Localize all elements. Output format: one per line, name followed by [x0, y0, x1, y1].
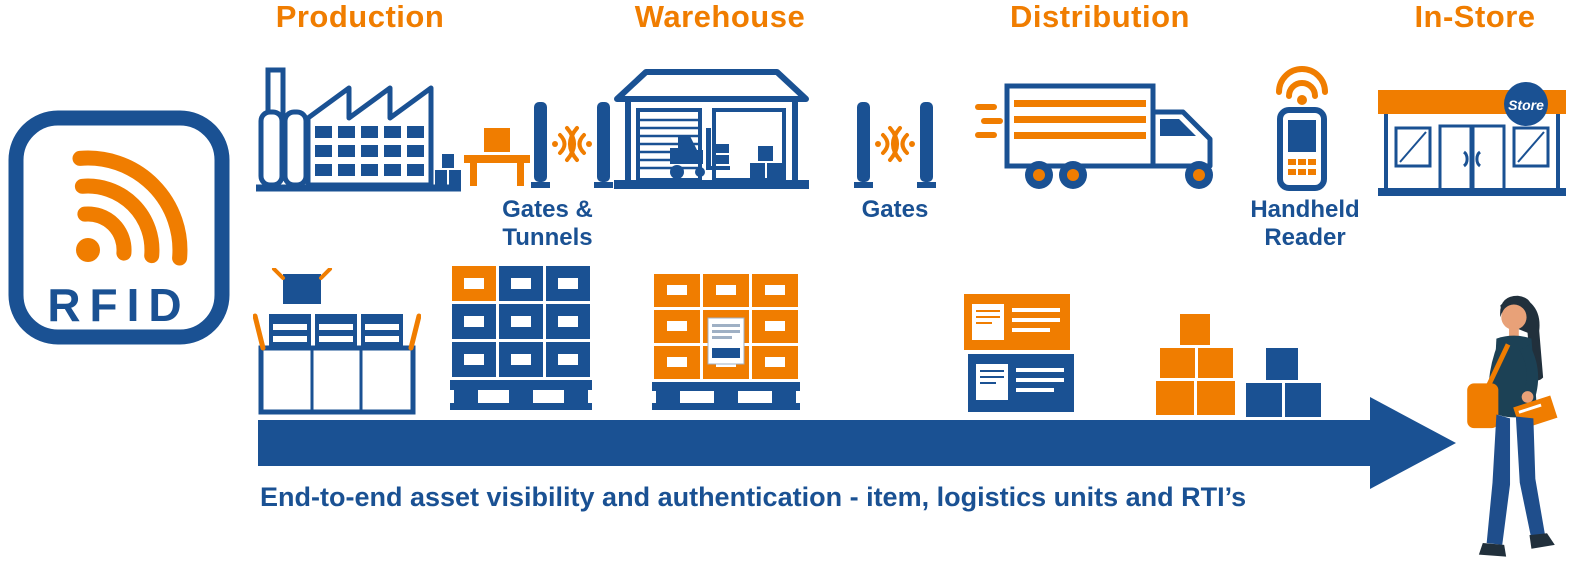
- stage-title-distribution: Distribution: [1010, 0, 1190, 34]
- store-sign-text: Store: [1508, 97, 1544, 113]
- stage-title-warehouse: Warehouse: [634, 0, 806, 34]
- shipping-label: [707, 317, 745, 365]
- truck-wheels: [1025, 161, 1213, 189]
- gates-tunnels-label: Gates & Tunnels: [465, 196, 630, 252]
- shopper-icon: [1452, 288, 1570, 577]
- rf-waves: [875, 126, 915, 162]
- stage-title-production: Production: [275, 0, 445, 34]
- reader-screen: [1288, 120, 1316, 152]
- trailer-stripes: [1014, 100, 1146, 139]
- shopper-bag: [1467, 383, 1499, 429]
- rfid-logo-graphic: [8, 110, 230, 345]
- orange-box-stack-icon: [1156, 314, 1238, 421]
- case-labels: [464, 278, 578, 365]
- rf-waves: [552, 126, 592, 162]
- warehouse-roof: [614, 69, 809, 102]
- rfid-logo: RFID: [8, 110, 230, 345]
- bottom-carton: [968, 354, 1074, 412]
- pallet-blue-boxes-icon: [450, 264, 592, 421]
- pallet-orange-boxes-icon: [652, 272, 800, 420]
- handheld-reader-label-line2: Reader: [1264, 224, 1346, 251]
- rfid-frame: [8, 110, 230, 345]
- blue-box-stack-icon: [1246, 348, 1322, 423]
- shopper-leg-left: [1486, 414, 1511, 545]
- truck-icon: [975, 78, 1235, 201]
- reader-keypad: [1288, 159, 1316, 175]
- stage-title-in-store: In-Store: [1414, 0, 1536, 34]
- cases: [452, 266, 590, 377]
- small-carton: [272, 267, 332, 304]
- pallet-base: [652, 382, 800, 410]
- arrow-caption: End-to-end asset visibility and authenti…: [260, 482, 1247, 512]
- gates-label: Gates: [861, 196, 929, 223]
- rf-signal-waves: [1276, 66, 1328, 105]
- gates-tunnels-label-line1: Gates &: [502, 196, 593, 223]
- gate-tunnel-icon: [531, 100, 613, 193]
- gates-tunnels-label-line2: Tunnels: [502, 224, 593, 251]
- gate-icon: [854, 100, 936, 193]
- factory-windows: [315, 126, 424, 176]
- rfid-logo-text: RFID: [47, 279, 191, 331]
- motion-lines: [975, 104, 1003, 138]
- carton-front: [258, 345, 416, 415]
- handheld-reader-icon: [1263, 60, 1341, 197]
- store-icon: Store: [1378, 82, 1566, 201]
- flow-arrow-head: [1370, 397, 1456, 489]
- open-carton-icon: [252, 267, 422, 425]
- carton-flap-right: [408, 313, 422, 351]
- stacked-cartons-icon: [962, 292, 1078, 421]
- forklift-icon: [670, 128, 730, 179]
- rfid-wave-icon: [72, 150, 188, 266]
- warehouse-icon: [614, 66, 809, 198]
- warehouse-stored-boxes: [750, 146, 782, 178]
- shopper-head: [1501, 304, 1527, 330]
- store-sign-badge: [1504, 82, 1548, 126]
- flow-arrow: [258, 420, 1370, 466]
- cab-window: [1160, 119, 1196, 136]
- truck-trailer: [1004, 83, 1156, 169]
- handheld-reader-label: Handheld Reader: [1225, 196, 1385, 252]
- carton-flap-left: [252, 313, 266, 351]
- factory-pallet-boxes: [435, 154, 461, 185]
- factory-icon: [256, 52, 461, 197]
- top-carton: [964, 294, 1070, 350]
- handheld-reader-label-line1: Handheld: [1250, 196, 1360, 223]
- shopper-leg-right: [1515, 416, 1546, 540]
- conveyor-icon: [462, 128, 532, 191]
- pallet-base: [450, 380, 592, 410]
